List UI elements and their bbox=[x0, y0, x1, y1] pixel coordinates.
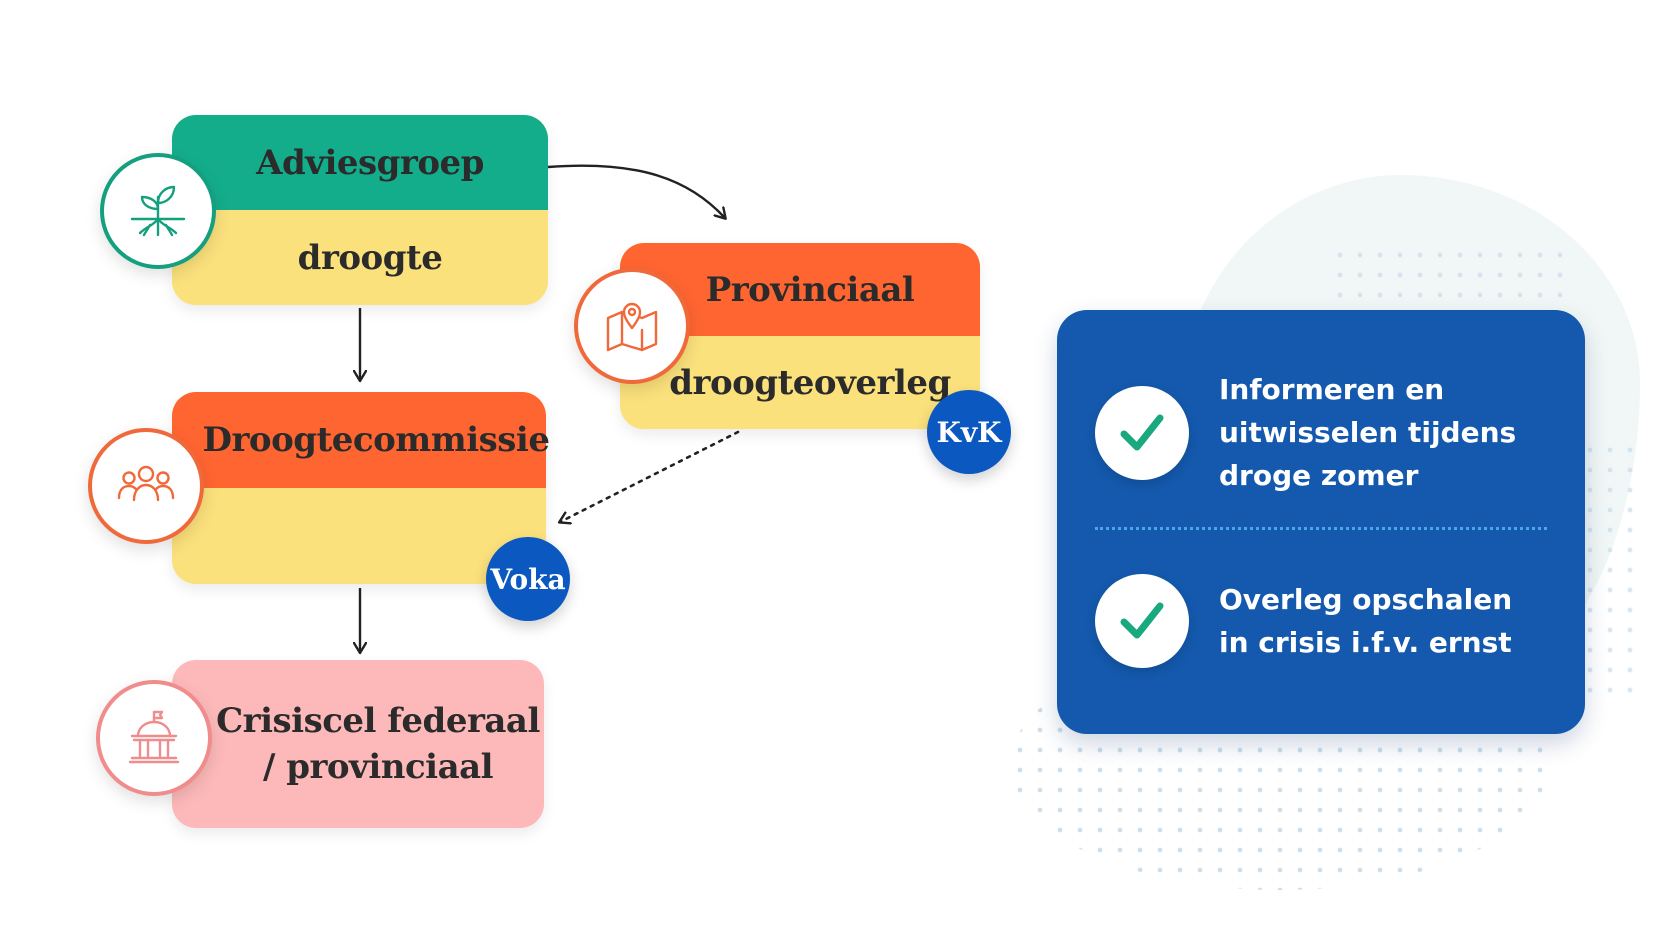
voka-badge: Voka bbox=[486, 537, 570, 621]
node-adviesgroep-title: Adviesgroep bbox=[256, 142, 484, 183]
check-icon bbox=[1095, 385, 1189, 480]
kvk-badge: KvK bbox=[927, 390, 1011, 474]
node-droogtecommissie-title: Droogtecommissie bbox=[202, 420, 550, 460]
info-card-item-text: Overleg opschalen in crisis i.f.v. ernst bbox=[1219, 583, 1513, 659]
government-building-icon bbox=[96, 680, 212, 796]
info-card: Informeren en uitwisselen tijdens droge … bbox=[1057, 310, 1585, 734]
arrow-provinciaal-to-droogtecommissie bbox=[560, 430, 740, 522]
node-adviesgroep-subtitle: droogte bbox=[297, 237, 443, 278]
kvk-badge-label: KvK bbox=[936, 415, 1002, 449]
node-crisiscel-text: Crisiscel federaal / provinciaal bbox=[212, 660, 544, 828]
plant-roots-icon bbox=[100, 153, 216, 269]
arrow-adviesgroep-to-provinciaal bbox=[547, 164, 725, 218]
info-card-item: Informeren en uitwisselen tijdens droge … bbox=[1095, 368, 1555, 497]
voka-badge-label: Voka bbox=[490, 562, 566, 596]
node-provinciaal-title: Provinciaal bbox=[705, 269, 915, 310]
node-adviesgroep-bottom: droogte bbox=[172, 210, 548, 305]
node-droogtecommissie-bottom bbox=[172, 488, 546, 584]
node-adviesgroep-top: Adviesgroep bbox=[172, 115, 548, 210]
node-droogtecommissie-top: Droogtecommissie bbox=[172, 392, 550, 488]
info-card-divider bbox=[1095, 527, 1547, 530]
people-group-icon bbox=[88, 428, 204, 544]
map-pin-icon bbox=[574, 268, 690, 384]
info-card-item: Overleg opschalen in crisis i.f.v. ernst bbox=[1095, 574, 1555, 668]
node-droogtecommissie: Droogtecommissie bbox=[172, 392, 550, 584]
node-crisiscel: Crisiscel federaal / provinciaal bbox=[172, 660, 544, 828]
node-crisiscel-subtitle: / provinciaal bbox=[262, 747, 494, 787]
node-crisiscel-title: Crisiscel federaal bbox=[216, 701, 540, 741]
background-dots bbox=[1330, 245, 1570, 305]
node-provinciaal-subtitle: droogteoverleg bbox=[669, 362, 951, 403]
info-card-item-text: Informeren en uitwisselen tijdens droge … bbox=[1219, 373, 1517, 492]
node-adviesgroep-droogte: Adviesgroep droogte bbox=[172, 115, 548, 305]
check-icon bbox=[1095, 574, 1189, 668]
